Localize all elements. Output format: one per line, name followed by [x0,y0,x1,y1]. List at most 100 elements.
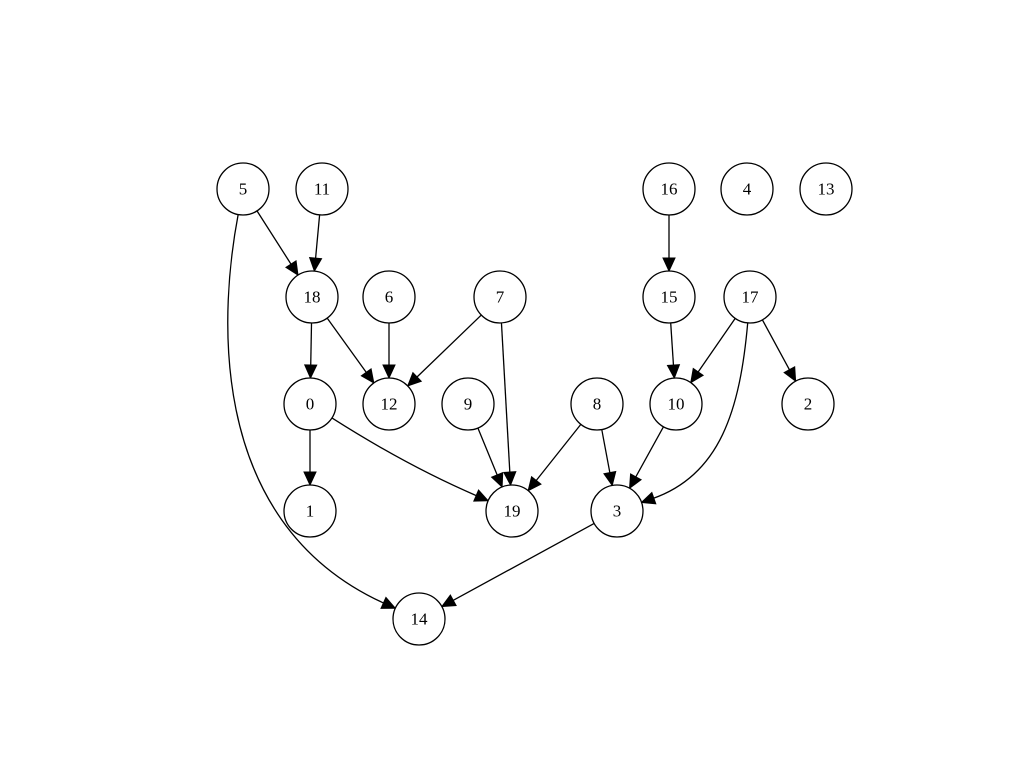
node-19: 19 [485,484,539,538]
edge-7-to-19 [500,322,517,487]
edge-6-to-12 [382,323,396,380]
edge-line [535,423,582,482]
edge-line [697,318,736,374]
arrow-head [285,260,299,277]
node-circle [392,592,446,646]
node-circle [295,162,349,216]
edge-line [634,426,665,479]
node-9: 9 [441,377,495,431]
node-label: 10 [668,395,685,414]
node-7: 7 [473,270,527,324]
edge-5-to-18 [256,210,299,277]
node-label: 17 [742,288,760,307]
node-circle [362,377,416,431]
node-label: 14 [411,610,429,629]
edge-15-to-10 [666,322,681,380]
edge-3-to-14 [440,522,595,608]
node-circle [283,377,337,431]
node-5: 5 [216,162,270,216]
node-12: 12 [362,377,416,431]
edge-18-to-0 [303,322,318,380]
arrow-head [666,364,681,380]
edge-8-to-19 [527,423,582,492]
arrow-head [527,475,542,492]
arrow-head [308,257,323,273]
edge-line [500,322,511,474]
node-label: 7 [496,288,505,307]
arrow-head [783,366,797,383]
node-label: 2 [804,395,813,414]
arrow-head [503,471,517,487]
node-14: 14 [392,592,446,646]
node-label: 0 [306,395,315,414]
edge-line [310,322,313,367]
node-10: 10 [649,377,703,431]
arrow-head [628,473,643,490]
node-8: 8 [570,377,624,431]
arrow-head [640,491,657,505]
node-1: 1 [283,484,337,538]
node-label: 15 [661,288,678,307]
node-label: 11 [314,180,330,199]
node-label: 19 [504,502,521,521]
edge-0-to-19 [331,417,490,502]
edge-11-to-18 [308,214,323,273]
node-label: 12 [381,395,398,414]
edge-16-to-15 [662,215,676,273]
edge-17-to-3 [640,322,749,505]
arrow-head [382,364,396,380]
node-circle [441,377,495,431]
arrow-head [690,367,705,384]
node-16: 16 [642,162,696,216]
node-circle [720,162,774,216]
node-circle [642,162,696,216]
node-label: 18 [304,288,321,307]
arrow-head [360,367,375,384]
edge-line [601,429,611,474]
node-label: 5 [239,180,248,199]
node-circle [362,270,416,324]
arrow-head [406,371,423,387]
node-circle [781,377,835,431]
node-circle [485,484,539,538]
edge-8-to-3 [601,429,617,487]
node-18: 18 [285,270,339,324]
edge-10-to-3 [628,426,665,490]
node-17: 17 [723,270,777,324]
node-circle [642,270,696,324]
edge-17-to-10 [690,318,736,384]
node-label: 3 [613,502,622,521]
node-circle [799,162,853,216]
node-circle [283,484,337,538]
arrow-head [380,596,397,609]
node-label: 16 [661,180,678,199]
edge-5-to-14 [227,214,397,609]
edges-layer [227,210,797,609]
arrow-head [490,471,504,489]
node-3: 3 [590,484,644,538]
node-13: 13 [799,162,853,216]
node-circle [473,270,527,324]
node-label: 8 [593,395,602,414]
edge-7-to-12 [406,314,482,387]
node-circle [723,270,777,324]
arrow-head [473,489,490,502]
arrow-head [662,257,676,273]
node-label: 6 [385,288,394,307]
edge-line [256,210,293,266]
node-circle [285,270,339,324]
edge-0-to-1 [303,430,317,487]
node-11: 11 [295,162,349,216]
node-label: 1 [306,502,315,521]
node-circle [216,162,270,216]
arrow-head [440,594,457,608]
edge-line [452,522,595,602]
node-label: 13 [818,180,835,199]
node-2: 2 [781,377,835,431]
node-0: 0 [283,377,337,431]
edge-line [326,317,368,374]
edge-line [331,417,478,497]
edge-line [670,322,675,367]
